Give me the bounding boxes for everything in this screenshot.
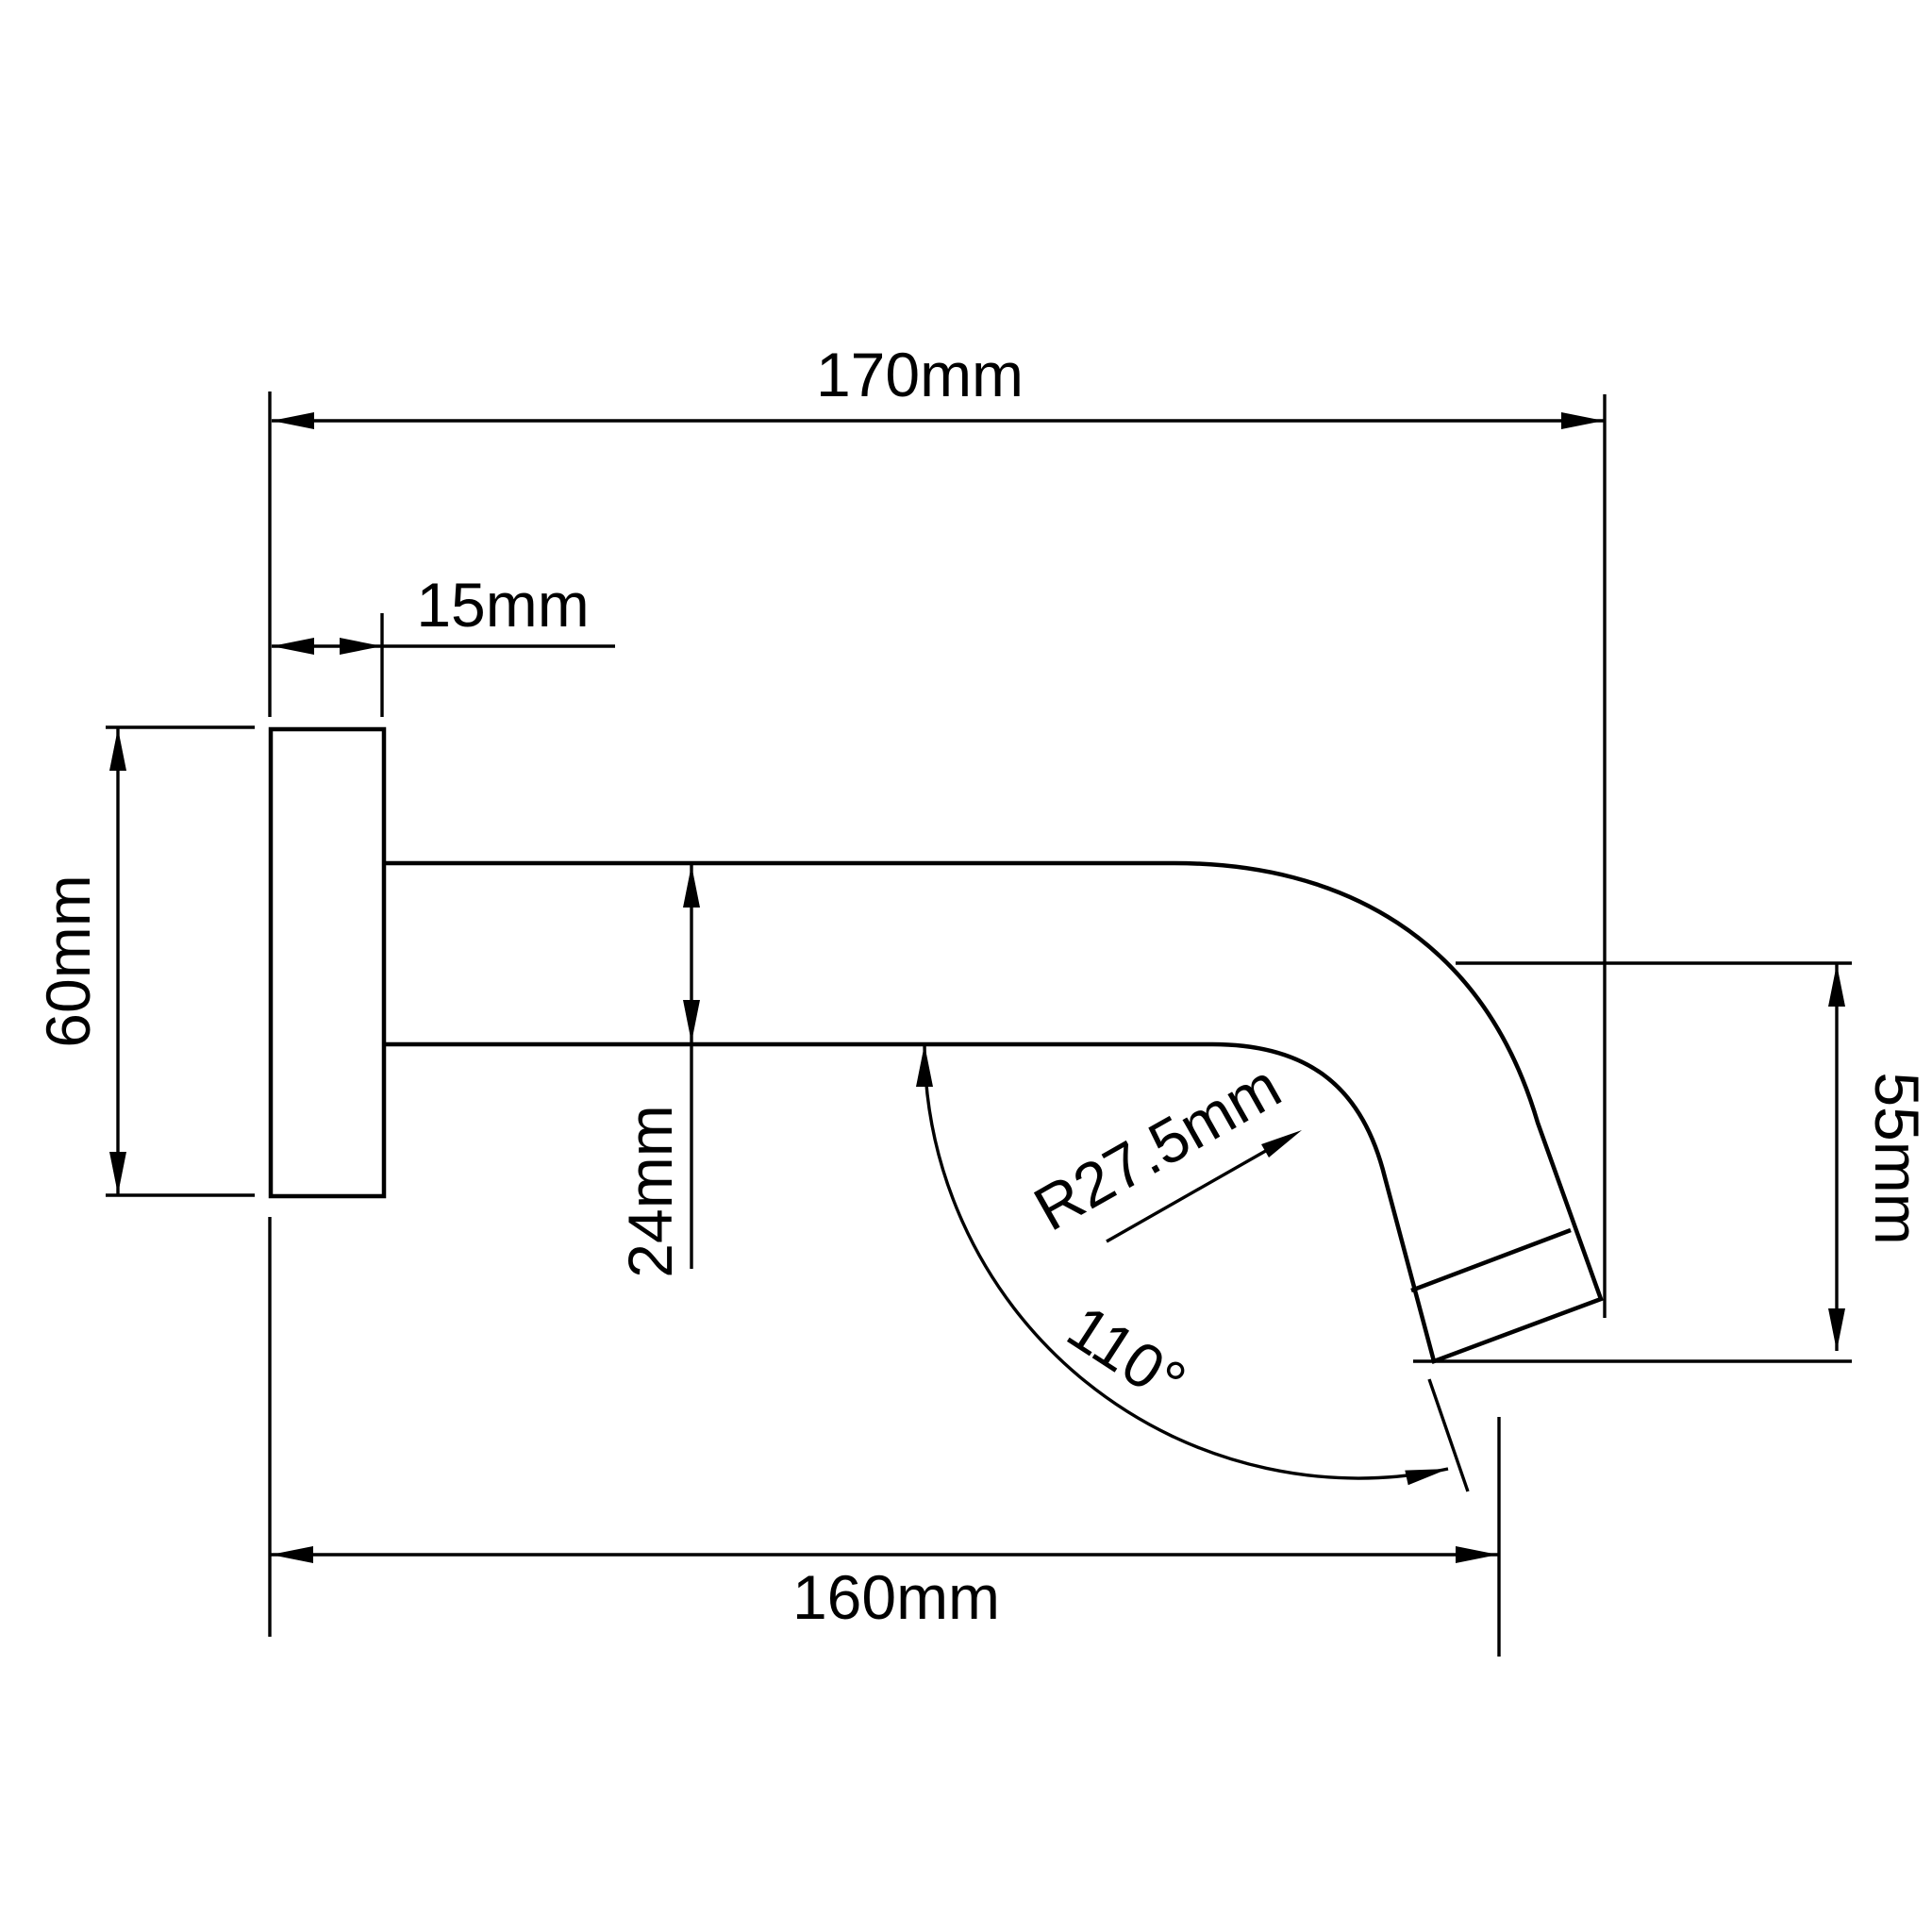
dimension-label-15mm: 15mm bbox=[416, 570, 589, 640]
outlet-axis-extension-line bbox=[1427, 1378, 1470, 1492]
dimension-170mm: 170mm bbox=[268, 340, 1607, 1318]
arrowhead-down bbox=[683, 1000, 700, 1042]
arrowhead-up bbox=[109, 728, 126, 771]
angle-arc bbox=[923, 1043, 1449, 1480]
dimension-160mm: 160mm bbox=[268, 1217, 1501, 1657]
arrowhead-left bbox=[272, 412, 314, 429]
arrowhead-left bbox=[272, 638, 314, 655]
dimension-label-24mm: 24mm bbox=[615, 1105, 685, 1277]
arrowhead-right bbox=[1456, 1546, 1498, 1563]
dimension-label-160mm: 160mm bbox=[792, 1562, 1000, 1632]
arrowhead-up bbox=[1828, 964, 1845, 1007]
arrowhead-arc-start bbox=[916, 1044, 933, 1087]
dimension-24mm: 24mm bbox=[615, 865, 700, 1278]
radius-leader-line bbox=[1106, 1135, 1291, 1243]
dimension-15mm: 15mm bbox=[272, 570, 615, 717]
arrowhead-left bbox=[271, 1546, 313, 1563]
flange-rectangle bbox=[268, 726, 387, 1199]
dimension-label-55mm: 55mm bbox=[1862, 1072, 1932, 1244]
arrowhead-radius bbox=[1261, 1130, 1302, 1158]
dimension-label-170mm: 170mm bbox=[816, 340, 1024, 409]
arrowhead-down bbox=[1828, 1308, 1845, 1351]
dimension-radius: R27.5mm bbox=[1023, 1050, 1302, 1244]
arrowhead-right bbox=[1561, 412, 1604, 429]
dimension-label-angle: 110° bbox=[1056, 1291, 1198, 1418]
arrowhead-down bbox=[109, 1152, 126, 1194]
spout-body bbox=[384, 860, 1604, 1364]
dimension-55mm: 55mm bbox=[1413, 961, 1932, 1363]
spout-outline bbox=[384, 860, 1604, 1364]
aerator-line bbox=[1410, 1227, 1572, 1293]
wall-flange bbox=[268, 726, 387, 1199]
arrowhead-up bbox=[683, 865, 700, 908]
dimension-label-60mm: 60mm bbox=[33, 874, 103, 1047]
dimension-label-radius: R27.5mm bbox=[1023, 1050, 1291, 1243]
arrowhead-arc-end bbox=[1405, 1469, 1448, 1486]
arrowhead-right bbox=[340, 638, 382, 655]
dimension-60mm: 60mm bbox=[33, 725, 255, 1197]
